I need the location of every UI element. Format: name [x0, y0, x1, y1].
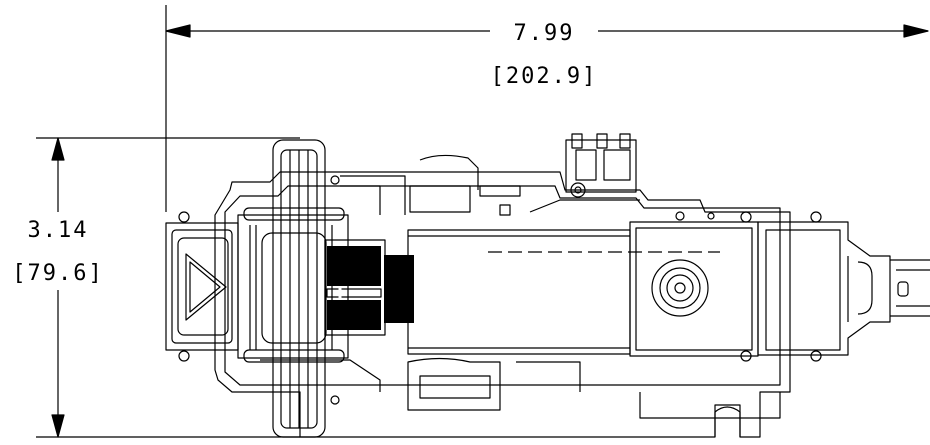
front-panel-window	[177, 237, 229, 336]
connector-pin	[571, 133, 583, 149]
end-cap-detail	[857, 261, 873, 315]
top-frame	[340, 154, 479, 215]
screw	[707, 212, 715, 220]
screw	[178, 211, 190, 223]
roller-drum	[261, 232, 327, 344]
main-body	[407, 229, 631, 355]
end-cap-inner	[765, 229, 841, 351]
height-mm-label: [79.6]	[12, 261, 103, 286]
height-arrow-top	[51, 137, 65, 161]
bottom-frame	[260, 359, 581, 392]
mount-hole	[666, 274, 694, 302]
bottom-step	[639, 392, 781, 419]
screw	[740, 350, 752, 362]
mount-hole	[651, 259, 709, 317]
screw	[330, 395, 340, 405]
right-housing	[629, 221, 759, 357]
top-frame	[409, 185, 471, 213]
mount-hole	[674, 282, 686, 294]
screw	[675, 211, 685, 221]
bottom-slot	[714, 406, 741, 437]
right-housing-inner	[635, 227, 753, 351]
height-dimension: 3.14 [79.6]	[12, 137, 300, 438]
connector-pin	[619, 133, 631, 149]
triangle-icon-inner	[189, 261, 221, 313]
top-latch	[479, 185, 521, 197]
width-inches-label: 7.99	[514, 21, 575, 46]
width-arrow-right	[903, 24, 929, 38]
front-panel-inner	[171, 229, 233, 344]
gear-hatch-top	[327, 246, 381, 286]
roller-bottom	[243, 349, 345, 363]
connector-pin	[596, 133, 608, 149]
roller-top	[243, 207, 345, 221]
width-arrow-left	[165, 24, 191, 38]
gear-gap	[326, 288, 382, 298]
width-dimension: 7.99 [202.9]	[165, 5, 929, 212]
connector-inner	[603, 149, 631, 181]
height-inches-label: 3.14	[28, 218, 89, 243]
back-plate-inner	[224, 185, 781, 386]
part-drawing	[165, 133, 930, 438]
height-arrow-bottom	[51, 414, 65, 438]
top-rail	[529, 199, 640, 213]
bottom-slide	[419, 375, 491, 399]
triangle-icon	[185, 253, 227, 321]
small-tab	[499, 204, 511, 216]
screw	[330, 175, 340, 185]
screw	[178, 350, 190, 362]
screw	[740, 211, 752, 223]
end-cap	[757, 221, 891, 356]
connector-screw	[570, 182, 586, 198]
top-connector	[565, 139, 637, 193]
roller-housing	[237, 214, 349, 359]
width-mm-label: [202.9]	[491, 64, 598, 89]
screw	[810, 350, 822, 362]
mount-hole	[659, 267, 701, 309]
cable-clip	[897, 281, 909, 297]
gear-hatch-bottom	[327, 300, 381, 330]
gear-fine-teeth	[384, 255, 414, 323]
screw	[810, 211, 822, 223]
back-plate	[214, 171, 791, 438]
connector-screw	[574, 186, 582, 194]
bottom-frame	[407, 357, 501, 411]
cable-end	[890, 259, 930, 317]
connector-inner	[575, 149, 597, 181]
